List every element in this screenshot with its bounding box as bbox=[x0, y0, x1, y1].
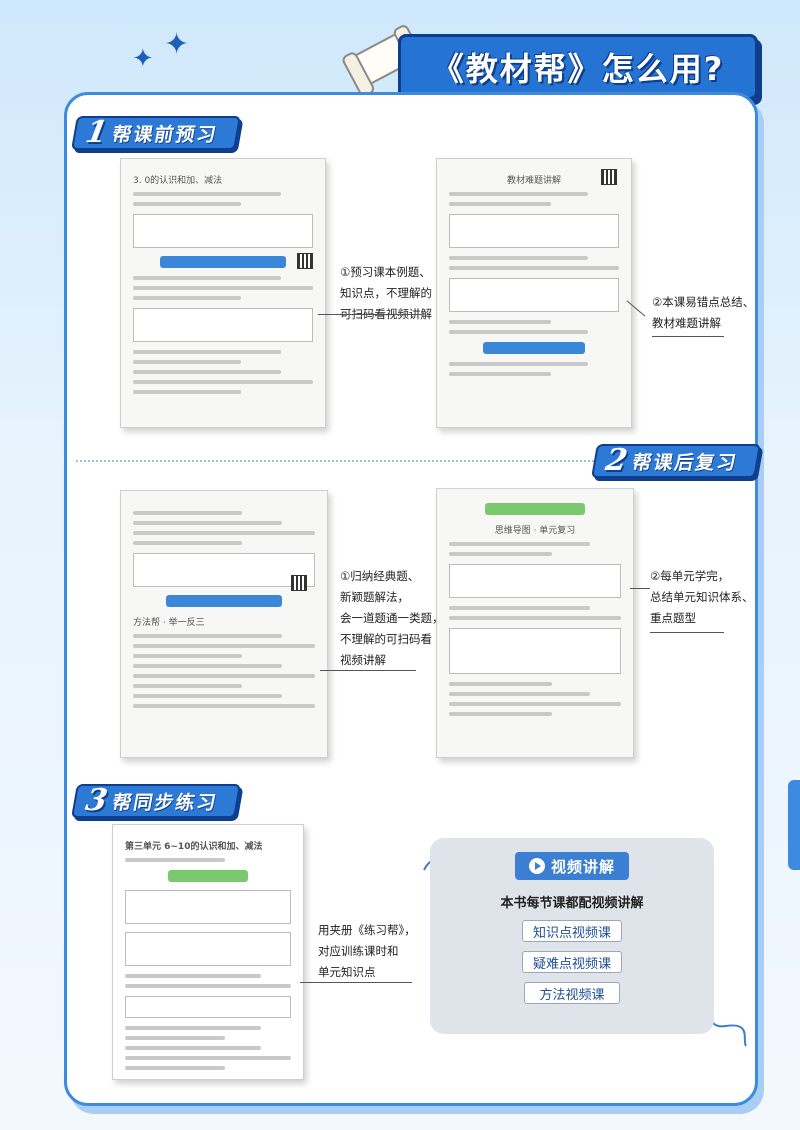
callout-method-summary: ①归纳经典题、 新颖题解法， 会一道题通一类题， 不理解的可扫码看 视频讲解 bbox=[340, 566, 444, 671]
callout-line-text: ①预习课本例题、 bbox=[340, 265, 431, 279]
callout-pointer-line bbox=[300, 982, 412, 983]
callout-line-text: 不理解的可扫码看 bbox=[340, 632, 432, 646]
video-lessons-card: 视频讲解 本书每节课都配视频讲解 知识点视频课 疑难点视频课 方法视频课 bbox=[430, 838, 714, 1034]
callout-line-text: 教材难题讲解 bbox=[652, 316, 721, 330]
callout-line-text: ②每单元学完， bbox=[650, 569, 730, 583]
thumb-section-bar bbox=[165, 595, 283, 607]
video-badge-label: 视频讲解 bbox=[550, 857, 615, 876]
video-badge: 视频讲解 bbox=[514, 852, 629, 880]
thumb-section-bar bbox=[483, 342, 585, 354]
callout-line-text: 对应训练课时和 bbox=[318, 944, 399, 958]
callout-pointer-line bbox=[630, 588, 650, 589]
section-label: 帮同步练习 bbox=[110, 791, 220, 814]
thumb-section-bar bbox=[485, 503, 585, 515]
callout-pointer-line bbox=[320, 670, 416, 671]
callout-practice-booklet: 用夹册《练习帮》， 对应训练课时和 单元知识点 bbox=[318, 920, 416, 983]
callout-line-text: 重点题型 bbox=[650, 611, 696, 625]
textbook-page-thumbnail: 3. 0的认识和加、减法 bbox=[120, 158, 326, 428]
callout-line-text: 新颖题解法， bbox=[340, 590, 409, 604]
callout-line-text: ①归纳经典题、 bbox=[340, 569, 420, 583]
thumb-section-bar bbox=[160, 256, 286, 268]
callout-line-text: 总结单元知识体系、 bbox=[650, 590, 754, 604]
workbook-page-thumbnail: 第三单元 6~10的认识和加、减法 bbox=[112, 824, 304, 1080]
knowledge-video-button[interactable]: 知识点视频课 bbox=[521, 920, 622, 942]
callout-line-text: ②本课易错点总结、 bbox=[652, 295, 755, 309]
qr-code-icon bbox=[291, 575, 307, 591]
sparkle-icon: ✦ bbox=[164, 27, 190, 62]
section-tag-3: 3 帮同步练习 bbox=[71, 783, 241, 818]
thumb-caption: 第三单元 6~10的认识和加、减法 bbox=[125, 842, 263, 852]
callout-error-summary: ②本课易错点总结、 教材难题讲解 bbox=[652, 292, 754, 334]
section-tag-2: 2 帮课后复习 bbox=[591, 443, 761, 478]
section-divider bbox=[76, 460, 746, 462]
section-label: 帮课后复习 bbox=[630, 451, 740, 474]
qr-code-icon bbox=[297, 253, 313, 269]
callout-pointer-line bbox=[650, 632, 724, 633]
thumb-caption: 思维导图 · 单元复习 bbox=[494, 526, 576, 536]
callout-preview-examples: ①预习课本例题、 知识点，不理解的 可扫码看视频讲解 bbox=[340, 262, 432, 325]
section-number: 1 bbox=[83, 115, 111, 150]
callout-unit-review: ②每单元学完， 总结单元知识体系、 重点题型 bbox=[650, 566, 754, 629]
video-description: 本书每节课都配视频讲解 bbox=[500, 896, 644, 911]
edge-accent-bar bbox=[788, 780, 800, 870]
callout-line-text: 会一道题通一类题， bbox=[340, 611, 444, 625]
callout-line-text: 视频讲解 bbox=[340, 653, 386, 667]
textbook-page-thumbnail: 教材难题讲解 bbox=[436, 158, 632, 428]
page-title: 《教材帮》怎么用? bbox=[431, 50, 725, 88]
difficulty-video-button[interactable]: 疑难点视频课 bbox=[521, 951, 622, 973]
section-label: 帮课前预习 bbox=[110, 123, 220, 146]
callout-line-text: 单元知识点 bbox=[318, 965, 376, 979]
thumb-caption: 方法帮 · 举一反三 bbox=[133, 618, 205, 628]
method-video-button[interactable]: 方法视频课 bbox=[524, 982, 620, 1004]
section-number: 2 bbox=[603, 443, 631, 478]
thumb-section-bar bbox=[168, 870, 248, 882]
section-number: 3 bbox=[83, 783, 111, 818]
thumb-caption: 3. 0的认识和加、减法 bbox=[133, 176, 223, 186]
textbook-page-thumbnail: 思维导图 · 单元复习 bbox=[436, 488, 634, 758]
sparkle-icon: ✦ bbox=[132, 44, 154, 74]
textbook-page-thumbnail: 方法帮 · 举一反三 bbox=[120, 490, 328, 758]
section-tag-1: 1 帮课前预习 bbox=[71, 115, 241, 150]
play-icon bbox=[528, 858, 545, 874]
qr-code-icon bbox=[601, 169, 617, 185]
callout-pointer-line bbox=[652, 336, 724, 337]
thumb-caption: 教材难题讲解 bbox=[506, 176, 561, 186]
callout-line-text: 用夹册《练习帮》， bbox=[318, 923, 416, 937]
page-title-banner: 《教材帮》怎么用? bbox=[398, 34, 758, 100]
callout-pointer-line bbox=[318, 314, 422, 315]
callout-line-text: 知识点，不理解的 bbox=[340, 286, 432, 300]
